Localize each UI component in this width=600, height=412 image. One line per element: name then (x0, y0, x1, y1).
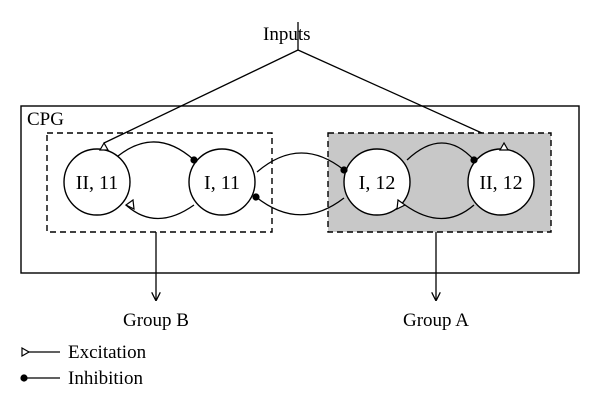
inhibition-synapse-i12-i11 (252, 193, 260, 201)
input-line-to-ii12 (297, 49, 505, 144)
arc-i12-to-i11-bottom (255, 196, 345, 216)
legend: Excitation Inhibition (20, 342, 147, 389)
inhibition-synapse-i11-i12 (340, 166, 348, 174)
node-ii12-label: II, 12 (479, 172, 522, 194)
arc-i11-to-ii11-bottom (125, 204, 195, 219)
group-b-label: Group B (123, 310, 189, 331)
cpg-label: CPG (27, 109, 64, 130)
group-b-box (46, 132, 273, 233)
inhibition-synapse-ii11-i11 (190, 156, 198, 164)
node-i11-label: I, 11 (204, 172, 240, 194)
excitation-synapse-input-ii11 (98, 141, 110, 151)
node-ii12: II, 12 (467, 148, 535, 216)
node-ii11-label: II, 11 (76, 172, 119, 194)
inputs-label: Inputs (263, 24, 311, 45)
arc-i12-to-ii12-top (406, 142, 475, 161)
node-i12-label: I, 12 (359, 172, 396, 194)
excitation-synapse-input-ii12 (498, 141, 510, 151)
inhibition-synapse-i12-ii12 (470, 156, 478, 164)
arc-ii11-to-i11-top (117, 141, 195, 161)
node-i11: I, 11 (188, 148, 256, 216)
group-a-label: Group A (403, 310, 469, 331)
node-ii11: II, 11 (63, 148, 131, 216)
excitation-synapse-i11-ii11 (124, 198, 135, 211)
legend-inhibition-dot-icon (20, 374, 28, 382)
node-i12: I, 12 (343, 148, 411, 216)
legend-excitation-triangle-icon (21, 346, 31, 358)
excitation-synapse-ii12-i12 (396, 198, 407, 211)
arc-i11-to-i12-top (256, 152, 345, 173)
legend-inhibition-label: Inhibition (68, 368, 143, 389)
input-line-to-ii11 (103, 49, 299, 144)
legend-excitation-label: Excitation (68, 342, 147, 363)
arc-ii12-to-i12-bottom (404, 204, 475, 220)
cpg-box (20, 105, 580, 274)
